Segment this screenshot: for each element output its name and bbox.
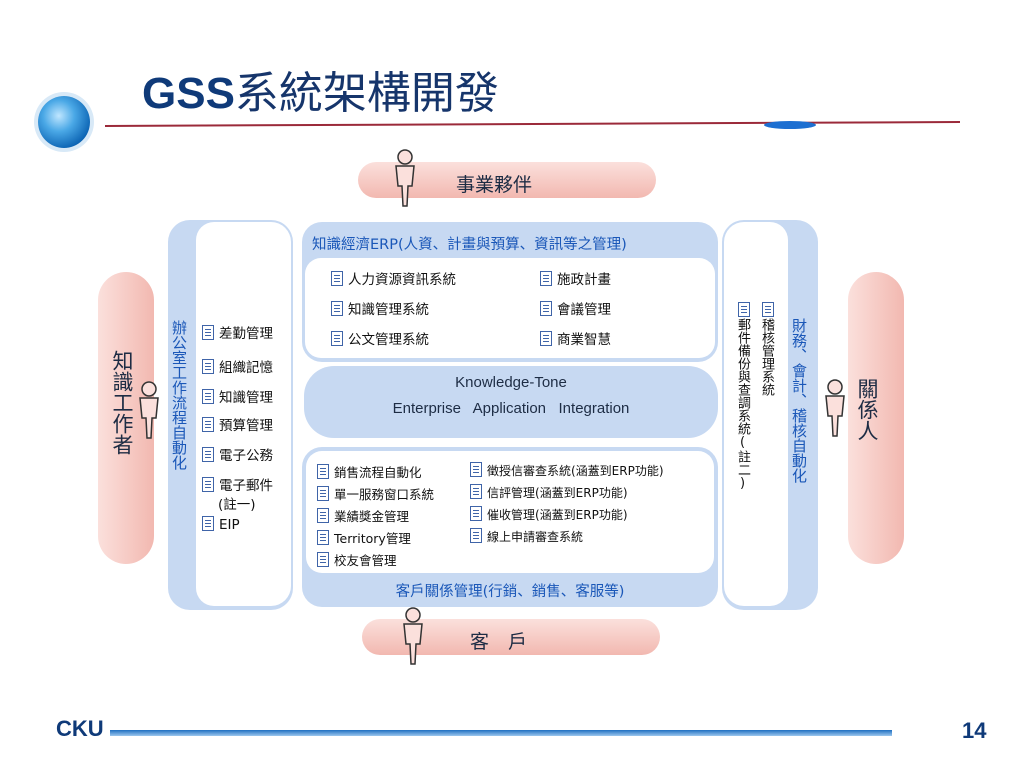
footer-logo: CKU xyxy=(56,716,104,741)
office-automation-inner xyxy=(196,222,291,606)
partners-label: 事業夥伴 xyxy=(456,174,533,196)
title-underline xyxy=(104,121,961,129)
list-item: 徵授信審查系統(涵蓋到ERP功能) xyxy=(470,462,664,479)
footer-bar xyxy=(110,730,892,736)
list-item-note: (註一) xyxy=(218,497,256,513)
document-icon xyxy=(540,301,552,316)
document-icon xyxy=(540,271,552,286)
document-icon xyxy=(762,302,774,317)
document-icon xyxy=(470,506,482,521)
list-item: 預算管理 xyxy=(202,414,273,434)
page-number: 14 xyxy=(962,718,987,743)
document-icon xyxy=(470,528,482,543)
document-icon xyxy=(331,331,343,346)
document-icon xyxy=(738,302,750,317)
person-icon xyxy=(395,149,415,207)
document-icon xyxy=(470,484,482,499)
erp-inner xyxy=(305,258,715,358)
audit-system-label: 稽核管理系統 xyxy=(759,318,774,396)
finance-inner xyxy=(724,222,788,606)
list-item: 催收管理(涵蓋到ERP功能) xyxy=(470,506,628,523)
document-icon xyxy=(202,389,214,404)
document-icon xyxy=(331,301,343,316)
finance-title: 財務、會計、稽核自動化 xyxy=(790,318,808,483)
list-item: EIP xyxy=(202,516,240,533)
knowledge-worker-label: 知識工作者 xyxy=(110,350,134,455)
document-icon xyxy=(202,325,214,340)
integration-pill xyxy=(304,366,718,438)
list-item: 銷售流程自動化 xyxy=(317,462,422,481)
integration-line2: Enterprise Application Integration xyxy=(392,400,630,417)
document-icon xyxy=(202,447,214,462)
list-item: 電子公務 xyxy=(202,444,273,464)
list-item: Territory管理 xyxy=(317,528,411,547)
document-icon xyxy=(317,552,329,567)
list-item: 業績獎金管理 xyxy=(317,506,409,525)
stakeholder-label: 關係人 xyxy=(855,378,879,441)
list-item: 單一服務窗口系統 xyxy=(317,484,434,503)
crm-footer: 客戶關係管理(行銷、銷售、客服等) xyxy=(395,584,625,600)
stakeholder-pill xyxy=(848,272,904,564)
list-item: 人力資源資訊系統 xyxy=(331,268,456,288)
list-item: 會議管理 xyxy=(540,298,611,318)
list-item: 組織記憶 xyxy=(202,356,273,376)
mail-backup-label: 郵件備份與查調系統(註二) xyxy=(735,318,750,491)
person-icon xyxy=(825,379,845,437)
document-icon xyxy=(317,508,329,523)
person-icon xyxy=(403,607,423,665)
title-bullet-icon xyxy=(38,96,90,148)
list-item: 商業智慧 xyxy=(540,328,611,348)
crm-inner xyxy=(306,451,714,573)
list-item: 線上申請審查系統 xyxy=(470,528,583,545)
list-item: 知識管理 xyxy=(202,386,273,406)
document-icon xyxy=(202,417,214,432)
document-icon xyxy=(202,516,214,531)
erp-header: 知識經濟ERP(人資、計畫與預算、資訊等之管理) xyxy=(312,237,627,253)
document-icon xyxy=(331,271,343,286)
person-icon xyxy=(139,381,159,439)
customer-label: 客 戶 xyxy=(470,631,528,653)
document-icon xyxy=(317,464,329,479)
document-icon xyxy=(540,331,552,346)
list-item: 差勤管理 xyxy=(202,322,273,342)
document-icon xyxy=(470,462,482,477)
document-icon xyxy=(202,359,214,374)
list-item: 信評管理(涵蓋到ERP功能) xyxy=(470,484,628,501)
list-item: 知識管理系統 xyxy=(331,298,429,318)
integration-line1: Knowledge-Tone xyxy=(455,374,567,391)
document-icon xyxy=(317,486,329,501)
list-item: 施政計畫 xyxy=(540,268,611,288)
list-item: 校友會管理 xyxy=(317,550,397,569)
page-title: GSS系統架構開發 xyxy=(142,68,499,119)
list-item: 電子郵件 xyxy=(202,474,273,494)
office-automation-title: 辦公室工作流程自動化 xyxy=(170,320,188,470)
document-icon xyxy=(317,530,329,545)
list-item: 公文管理系統 xyxy=(331,328,429,348)
document-icon xyxy=(202,477,214,492)
